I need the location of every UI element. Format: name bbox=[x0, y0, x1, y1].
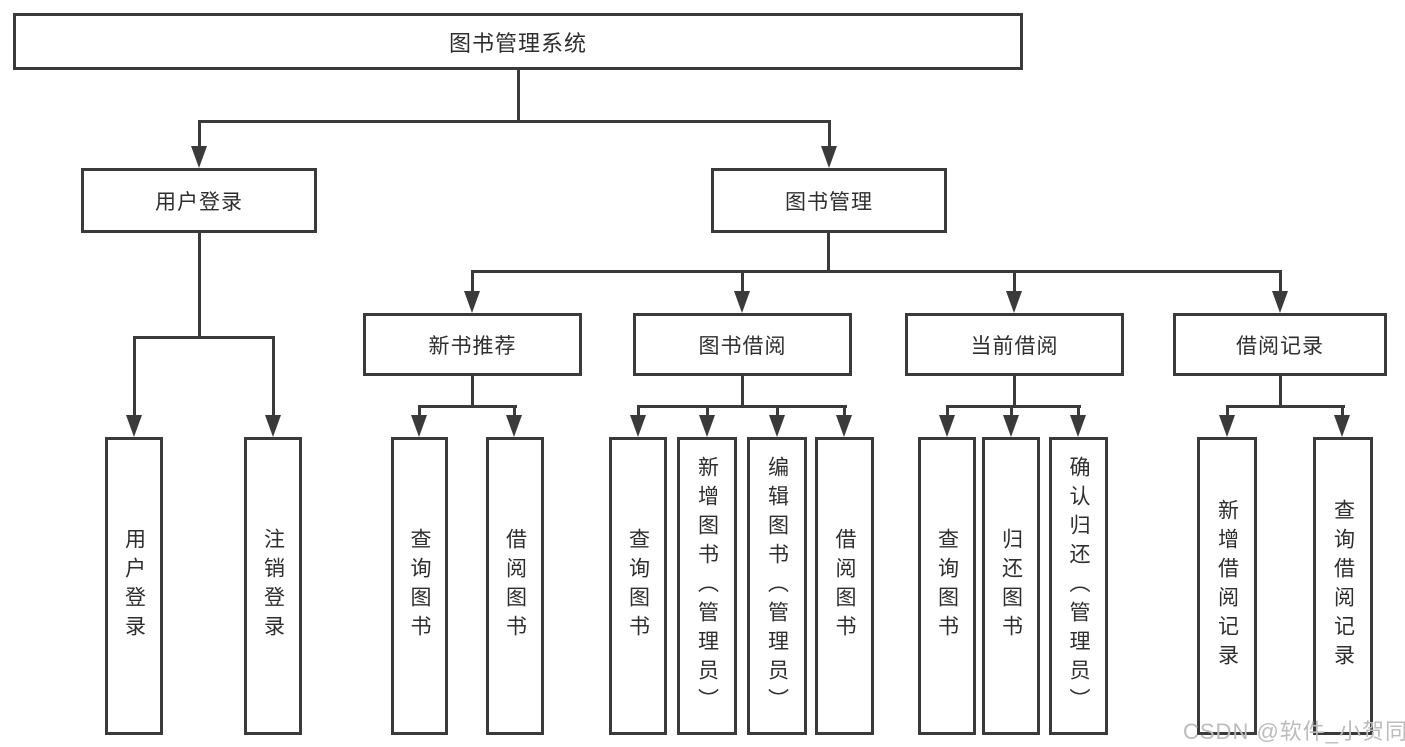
connector-root-drop bbox=[517, 70, 520, 123]
connector-current-borrow-rail bbox=[946, 405, 1081, 408]
connector-stub bbox=[1226, 405, 1229, 417]
connector-book-mgmt-drop bbox=[827, 233, 830, 273]
leaf-return-books-label: 归还图书 bbox=[999, 528, 1023, 644]
node-borrow-records-label: 借阅记录 bbox=[1236, 334, 1324, 358]
node-user-login-label: 用户登录 bbox=[155, 190, 243, 214]
leaf-user-login: 用户登录 bbox=[105, 437, 163, 735]
leaf-query-books-borrow: 查询图书 bbox=[609, 437, 667, 735]
arrow-down-icon bbox=[630, 415, 646, 437]
connector-stub bbox=[418, 405, 421, 417]
arrow-down-icon bbox=[1003, 415, 1019, 437]
arrow-down-icon bbox=[191, 146, 207, 168]
arrow-down-icon bbox=[265, 415, 281, 437]
arrow-down-icon bbox=[939, 415, 955, 437]
arrow-down-icon bbox=[506, 415, 522, 437]
arrow-down-icon bbox=[1334, 415, 1350, 437]
connector-to-book-borrow bbox=[741, 270, 744, 293]
arrow-down-icon bbox=[1070, 415, 1086, 437]
leaf-confirm-return-admin: 确认归还（管理员） bbox=[1049, 437, 1108, 735]
leaf-borrow-books-newrec-label: 借阅图书 bbox=[503, 528, 527, 644]
connector-book-mgmt-rail bbox=[471, 270, 1282, 273]
arrow-down-icon bbox=[836, 415, 852, 437]
leaf-query-books-borrow-label: 查询图书 bbox=[626, 528, 650, 644]
leaf-add-books-admin-label: 新增图书（管理员） bbox=[695, 455, 719, 717]
leaf-add-borrow-record-label: 新增借阅记录 bbox=[1215, 499, 1239, 673]
node-current-borrow: 当前借阅 bbox=[905, 313, 1124, 376]
connector-root-rail bbox=[198, 120, 831, 123]
connector-to-new-book-rec bbox=[471, 270, 474, 293]
connector-borrow-records-drop bbox=[1279, 376, 1282, 407]
connector-book-borrow-rail bbox=[637, 405, 847, 408]
leaf-query-books-newrec: 查询图书 bbox=[391, 437, 448, 735]
node-user-login: 用户登录 bbox=[81, 168, 317, 233]
connector-stub bbox=[946, 405, 949, 417]
node-root: 图书管理系统 bbox=[13, 13, 1023, 70]
leaf-query-borrow-record-label: 查询借阅记录 bbox=[1331, 499, 1355, 673]
arrow-down-icon bbox=[699, 415, 715, 437]
connector-stub bbox=[1077, 405, 1080, 417]
connector-stub bbox=[637, 405, 640, 417]
leaf-logout-label: 注销登录 bbox=[261, 528, 285, 644]
leaf-add-borrow-record: 新增借阅记录 bbox=[1197, 437, 1257, 735]
node-current-borrow-label: 当前借阅 bbox=[970, 334, 1059, 358]
connector-new-book-rec-drop bbox=[471, 376, 474, 407]
leaf-borrow-books-borrow-label: 借阅图书 bbox=[833, 528, 856, 644]
arrow-down-icon bbox=[411, 415, 427, 437]
leaf-logout: 注销登录 bbox=[244, 437, 302, 735]
leaf-edit-books-admin-label: 编辑图书（管理员） bbox=[765, 455, 789, 717]
node-book-borrow-label: 图书借阅 bbox=[698, 334, 787, 358]
connector-stub bbox=[1010, 405, 1013, 417]
connector-stub bbox=[776, 405, 779, 417]
connector-user-login-rail bbox=[133, 336, 275, 339]
connector-stub bbox=[1341, 405, 1344, 417]
arrow-down-icon bbox=[769, 415, 785, 437]
arrow-down-icon bbox=[821, 146, 837, 168]
connector-to-current-borrow bbox=[1013, 270, 1016, 293]
connector-to-user-login bbox=[198, 120, 201, 148]
csdn-watermark: CSDN @软件_小贺同学 bbox=[1183, 719, 1405, 744]
leaf-query-borrow-record: 查询借阅记录 bbox=[1313, 437, 1373, 735]
arrow-down-icon bbox=[1272, 291, 1288, 313]
connector-to-book-mgmt bbox=[828, 120, 831, 148]
node-book-mgmt-label: 图书管理 bbox=[785, 190, 873, 214]
leaf-add-books-admin: 新增图书（管理员） bbox=[677, 437, 737, 735]
connector-to-logout-leaf bbox=[272, 336, 275, 417]
arrow-down-icon bbox=[464, 291, 480, 313]
connector-stub bbox=[513, 405, 516, 417]
connector-stub bbox=[843, 405, 846, 417]
connector-book-borrow-drop bbox=[741, 376, 744, 407]
connector-to-borrow-records bbox=[1279, 270, 1282, 293]
leaf-query-books-current: 查询图书 bbox=[918, 437, 976, 735]
leaf-user-login-label: 用户登录 bbox=[122, 528, 146, 644]
leaf-confirm-return-admin-label: 确认归还（管理员） bbox=[1067, 455, 1090, 717]
connector-new-book-rec-rail bbox=[418, 405, 517, 408]
connector-user-login-drop bbox=[198, 233, 201, 339]
arrow-down-icon bbox=[1006, 291, 1022, 313]
leaf-borrow-books-borrow: 借阅图书 bbox=[815, 437, 874, 735]
leaf-edit-books-admin: 编辑图书（管理员） bbox=[747, 437, 807, 735]
node-new-book-rec-label: 新书推荐 bbox=[428, 334, 517, 358]
arrow-down-icon bbox=[734, 291, 750, 313]
arrow-down-icon bbox=[126, 415, 142, 437]
connector-to-user-login-leaf bbox=[133, 336, 136, 417]
node-book-borrow: 图书借阅 bbox=[633, 313, 852, 376]
connector-borrow-records-rail bbox=[1226, 405, 1345, 408]
node-borrow-records: 借阅记录 bbox=[1173, 313, 1387, 376]
node-root-label: 图书管理系统 bbox=[448, 30, 587, 56]
arrow-down-icon bbox=[1219, 415, 1235, 437]
node-new-book-rec: 新书推荐 bbox=[363, 313, 582, 376]
leaf-query-books-current-label: 查询图书 bbox=[935, 528, 959, 644]
leaf-borrow-books-newrec: 借阅图书 bbox=[486, 437, 544, 735]
node-book-mgmt: 图书管理 bbox=[711, 168, 947, 233]
connector-stub bbox=[706, 405, 709, 417]
connector-current-borrow-drop bbox=[1013, 376, 1016, 407]
leaf-query-books-newrec-label: 查询图书 bbox=[408, 528, 431, 644]
leaf-return-books: 归还图书 bbox=[982, 437, 1040, 735]
